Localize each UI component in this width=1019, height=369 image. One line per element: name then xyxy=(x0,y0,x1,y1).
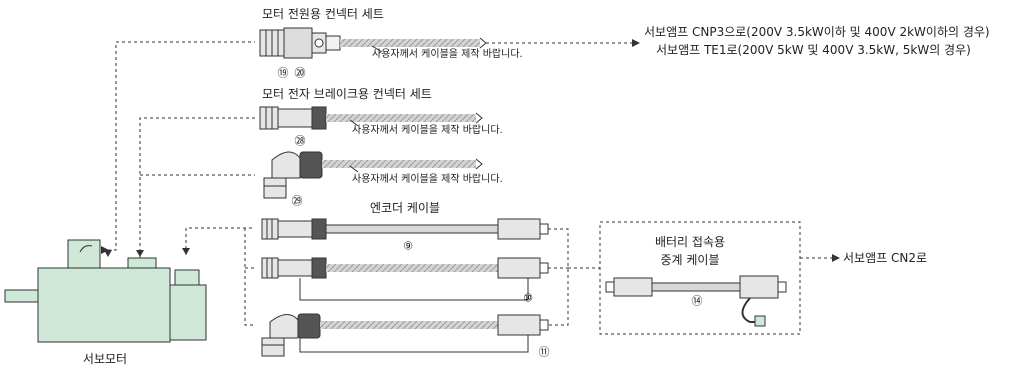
relay-cable xyxy=(651,282,741,292)
dest-te1: 서보앰프 TE1로(200V 5kW 및 400V 3.5kW, 5kW의 경우… xyxy=(656,43,971,57)
relay-right-tip xyxy=(777,281,787,293)
part-19: ⑲ xyxy=(278,67,289,80)
brake-angled-cable xyxy=(322,160,476,168)
relay-title-2: 중계 케이블 xyxy=(660,253,719,267)
brake-angled-cable-end xyxy=(475,158,483,170)
encoder-right-bus xyxy=(548,228,569,326)
enc11-angled-plug xyxy=(261,337,285,357)
link-brake xyxy=(139,117,255,258)
enc9-plug-front xyxy=(261,218,279,240)
relay-left-connector xyxy=(613,277,653,297)
to-cn2-label: 서보앰프 CN2로 xyxy=(843,251,927,265)
motor-encoder-connector xyxy=(174,269,200,286)
brake-set-title: 모터 전자 브레이크용 컨넥터 세트 xyxy=(262,87,432,101)
power-dest-arrow xyxy=(632,39,640,47)
relay-right-connector xyxy=(739,275,779,299)
enc11-bracket xyxy=(299,335,529,353)
battery-relay-cable: 배터리 접속용 중계 케이블 ⑭ 서보앰프 CN2로 xyxy=(599,221,927,335)
enc9-end-tip xyxy=(539,223,549,235)
power-tail xyxy=(325,35,341,51)
enc10-end-tip xyxy=(539,262,549,274)
power-plug-body xyxy=(283,27,313,59)
brake-cable xyxy=(326,114,476,122)
dest-cnp3: 서보앰프 CNP3으로(200V 3.5kW이하 및 400V 2kW이하의 경… xyxy=(644,25,990,39)
enc9-cable xyxy=(325,224,499,234)
brake-angled-user-note: 사용자께서 케이블을 제작 바랍니다. xyxy=(352,172,503,185)
motor-brake-connector xyxy=(127,257,157,269)
power-cable xyxy=(340,39,480,47)
battery-plug xyxy=(754,315,766,327)
cable-end-mark xyxy=(479,37,487,49)
relay-title-1: 배터리 접속용 xyxy=(655,235,725,249)
servo-motor-label: 서보모터 xyxy=(83,352,127,366)
brake-user-note: 사용자께서 케이블을 제작 바랍니다. xyxy=(352,123,503,136)
link-encoder-bus xyxy=(244,228,255,326)
cn2-arrow xyxy=(832,254,840,262)
brake-angled-nut xyxy=(299,151,323,179)
encoder-cables: 엔코더 케이블 ⑨ ⑩ ⑪ xyxy=(261,201,600,359)
enc9-nut xyxy=(311,218,327,240)
enc10-cable xyxy=(326,264,498,272)
brake-angled-plug xyxy=(263,177,287,199)
arrowhead-brake xyxy=(136,250,144,257)
brake-plug-body xyxy=(277,108,313,128)
note-leader-1 xyxy=(371,45,383,53)
note-leader-2 xyxy=(349,119,359,127)
motor-body xyxy=(37,267,171,343)
part-29: ㉙ xyxy=(292,195,303,208)
power-connector-set: 모터 전원용 컨넥터 세트 사용자께서 케이블을 제작 바랍니다. ⑲ ⑳ 서보… xyxy=(259,7,990,80)
motor-power-connector xyxy=(67,239,101,269)
brake-plug-nut xyxy=(311,106,327,130)
part-14: ⑭ xyxy=(692,295,703,308)
relay-left-tip xyxy=(605,281,615,293)
brake-connector-set: 모터 전자 브레이크용 컨넥터 세트 사용자께서 케이블을 제작 바랍니다. ㉘… xyxy=(259,87,503,208)
motor-shaft xyxy=(4,289,41,303)
enc10-nut xyxy=(311,257,327,279)
brake-angled-body xyxy=(271,151,301,179)
note-leader-3 xyxy=(349,165,359,173)
part-10: ⑩ xyxy=(523,292,533,305)
encoder-cable-title: 엔코더 케이블 xyxy=(370,201,440,215)
part-11: ⑪ xyxy=(539,346,550,359)
link-power xyxy=(108,41,255,251)
enc11-angled-body xyxy=(269,314,299,339)
motor-encoder-housing xyxy=(169,284,207,341)
clamp-screw xyxy=(314,38,324,48)
enc9-plug-body xyxy=(277,220,313,238)
enc9-end-connector xyxy=(497,218,541,240)
power-connector-curve xyxy=(79,245,93,253)
enc11-end-connector xyxy=(497,314,541,336)
enc10-plug-body xyxy=(277,259,313,277)
enc10-bracket xyxy=(299,278,529,301)
brake-cable-end xyxy=(475,112,483,124)
power-user-note: 사용자께서 케이블을 제작 바랍니다. xyxy=(372,47,523,60)
brake-plug-front xyxy=(259,106,279,130)
part-9: ⑨ xyxy=(403,240,413,253)
part-28: ㉘ xyxy=(295,135,306,148)
power-set-title: 모터 전원용 컨넥터 세트 xyxy=(262,7,384,21)
part-20: ⑳ xyxy=(295,67,306,80)
link-encoder xyxy=(185,227,255,255)
enc11-cable xyxy=(320,321,498,329)
enc10-end-connector xyxy=(497,257,541,279)
enc11-end-tip xyxy=(539,319,549,331)
servo-motor: 서보모터 xyxy=(4,239,207,366)
enc11-nut xyxy=(297,313,321,339)
arrowhead-power xyxy=(104,250,112,257)
enc10-plug-front xyxy=(261,257,279,279)
motor-link-lines xyxy=(108,41,255,326)
arrowhead-encoder xyxy=(182,248,190,255)
battery-lead xyxy=(741,297,755,323)
